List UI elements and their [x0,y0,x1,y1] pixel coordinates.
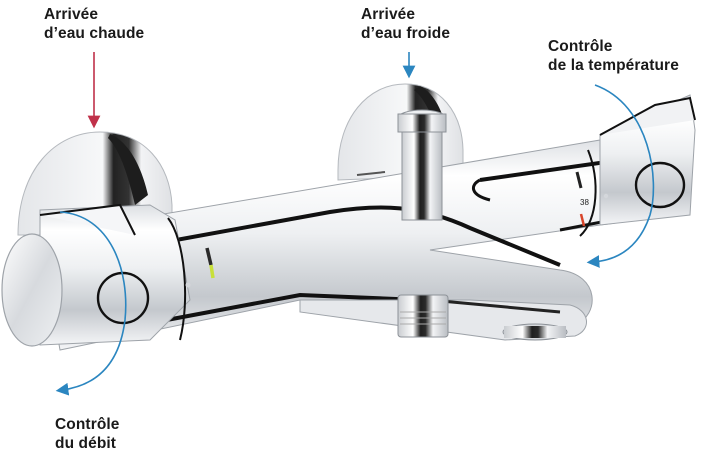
flow-label-line2: du débit [55,435,117,452]
flow-label-line1: Contrôle [55,416,120,433]
temperature-safety-mark [579,213,586,227]
cold-inlet-label-line2: d’eau froide [361,25,451,42]
temperature-scale-38: 38 [580,198,589,207]
temperature-rotation-arrow-icon [586,84,655,268]
temperature-control-handle: 38 [575,94,696,237]
flow-indicator-mark [209,264,215,279]
brand-logo-mark [356,171,386,176]
spout-outlet [504,326,566,338]
flow-rotation-arrow-icon [55,211,127,396]
temperature-handle-grip-ring [634,161,686,209]
temperature-label-line2: de la température [548,57,679,74]
hot-inlet-label-line2: d’eau chaude [44,25,145,42]
temperature-control-label: Contrôle de la température [548,37,679,75]
diverter-knob [397,109,447,221]
cold-water-inlet-label: Arrivée d’eau froide [361,5,450,43]
cold-inlet-label-line1: Arrivée [361,6,416,23]
hot-inlet-label-line1: Arrivée [44,6,99,23]
shower-connector [397,294,449,338]
hot-water-inlet-label: Arrivée d’eau chaude [44,5,144,43]
flow-control-label: Contrôle du débit [55,415,120,453]
flow-handle-endcap [1,233,63,347]
temperature-label-line1: Contrôle [548,38,613,55]
